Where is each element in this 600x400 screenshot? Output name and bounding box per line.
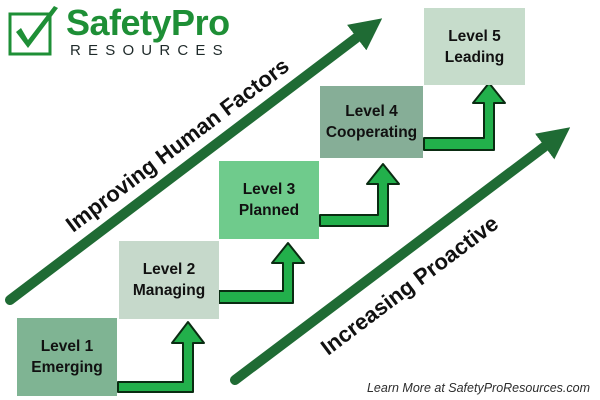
- level-5-box: Level 5 Leading: [424, 8, 525, 85]
- step-arrow-1: [117, 321, 205, 393]
- level-4-box: Level 4 Cooperating: [320, 86, 423, 158]
- level-4-title: Level 4: [345, 103, 398, 120]
- level-1-label: Emerging: [31, 359, 103, 376]
- level-2-label: Managing: [132, 282, 206, 299]
- level-2-box: Level 2 Managing: [119, 241, 219, 319]
- level-2-title: Level 2: [142, 261, 196, 278]
- step-arrow-2: [218, 242, 305, 304]
- level-3-label: Planned: [238, 202, 300, 219]
- level-5-title: Level 5: [448, 27, 501, 45]
- level-1-title: Level 1: [40, 338, 94, 355]
- step-arrow-3: [319, 163, 400, 227]
- increasing-proactive-label: Increasing Proactive: [316, 211, 503, 360]
- increasing-proactive-arrow: [230, 127, 571, 385]
- level-3-title: Level 3: [242, 181, 296, 198]
- logo-brand-name: SafetyPro: [66, 2, 230, 43]
- footer-link[interactable]: Learn More at SafetyProResources.com: [366, 381, 590, 395]
- level-4-label: Cooperating: [325, 124, 418, 141]
- level-1-box: Level 1 Emerging: [17, 318, 117, 396]
- level-5-label: Leading: [444, 48, 505, 66]
- level-3-box: Level 3 Planned: [219, 161, 319, 239]
- step-arrow-4: [423, 82, 506, 151]
- logo-subtitle: RESOURCES: [70, 42, 230, 59]
- check-mark-icon: [8, 6, 58, 56]
- safetypro-logo: SafetyPro RESOURCES: [6, 2, 246, 64]
- improving-human-factors-arrow: [5, 18, 383, 305]
